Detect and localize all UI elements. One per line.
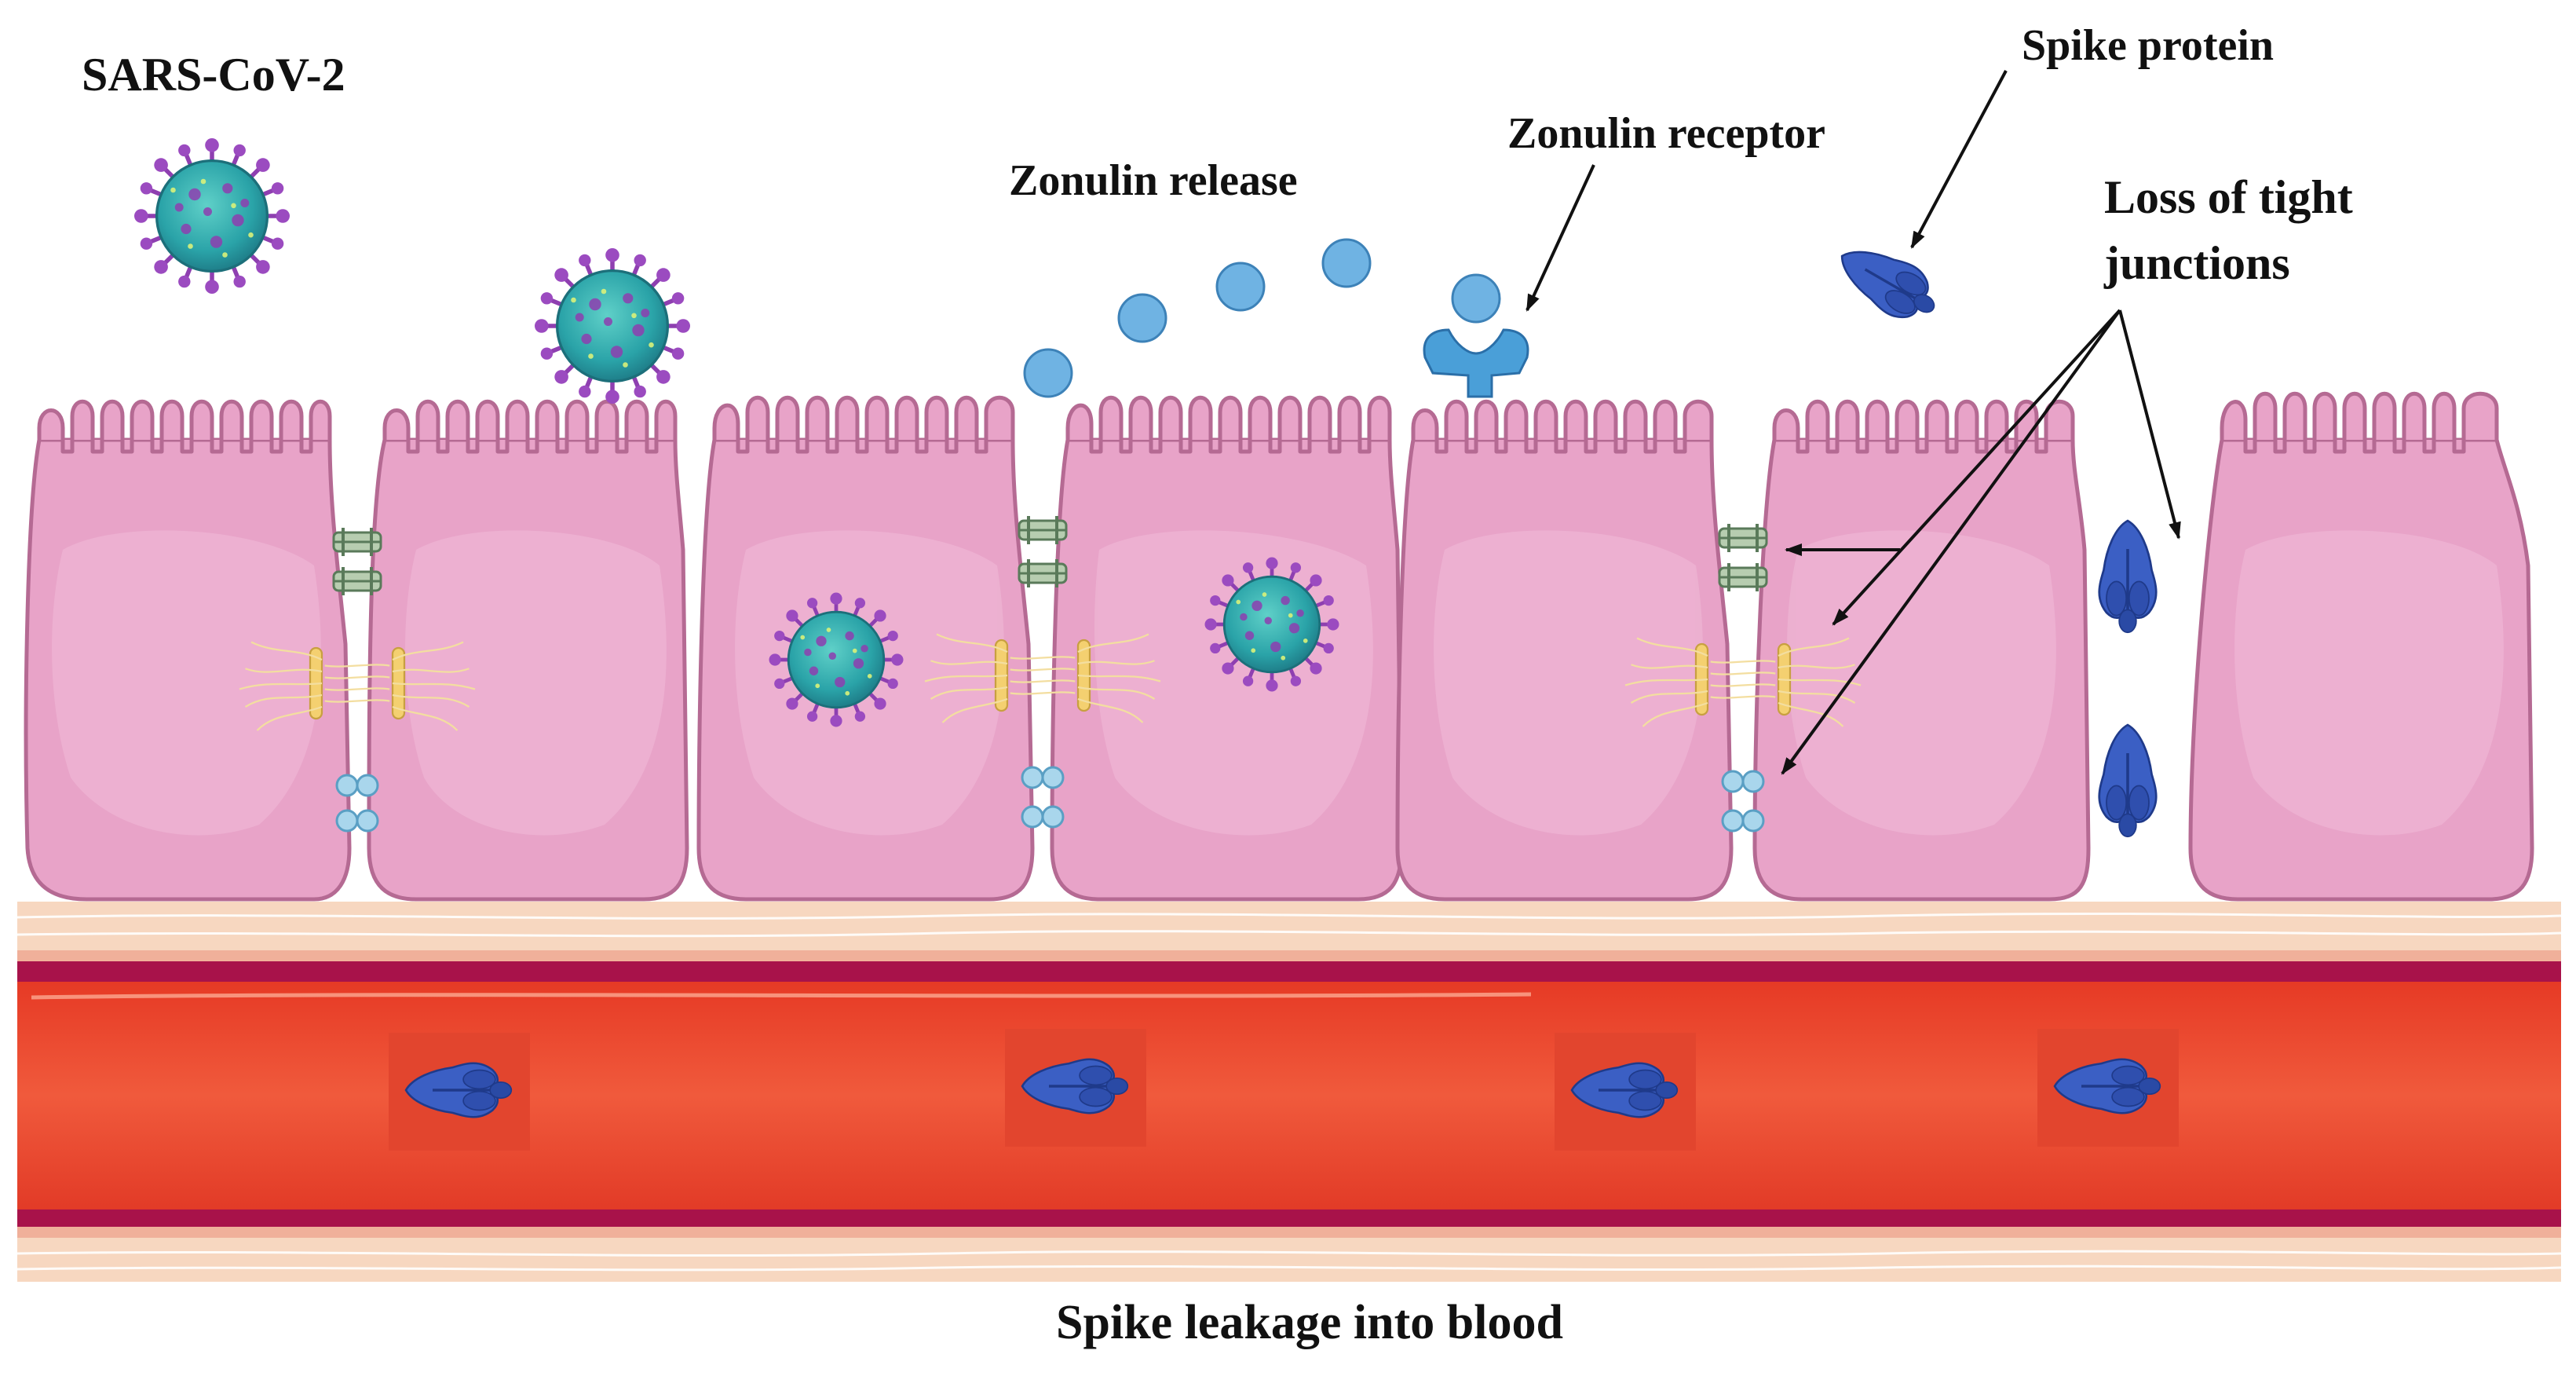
zonulin-molecule-icon — [1117, 293, 1167, 343]
cell-cytoplasm-highlights — [52, 530, 2504, 836]
virus-label: SARS-CoV-2 — [82, 49, 345, 101]
desmosome-icon — [335, 774, 379, 797]
spike-protein-icon — [2097, 723, 2158, 838]
tight-junction-icon — [1718, 562, 1768, 593]
zonulin-molecules — [1023, 238, 1501, 398]
desmosome-icon — [1721, 809, 1765, 833]
tight-junction-icon — [1718, 522, 1768, 554]
zonulin-molecule-icon — [1321, 238, 1372, 288]
spike-leakage-label: Spike leakage into blood — [1056, 1296, 1563, 1349]
sars-cov-2-virus-icon — [769, 593, 904, 727]
zonulin-molecule-icon — [1215, 262, 1266, 312]
loss-of-tight-junctions-label-line1: Loss of tight — [2104, 171, 2353, 223]
tight-junction-icon — [332, 526, 382, 558]
sars-cov-2-virus-icon — [1205, 558, 1339, 692]
desmosome-icon — [1021, 766, 1065, 789]
spike-protein-label: Spike protein — [2022, 21, 2275, 70]
zonulin-receptor-icon — [1423, 328, 1529, 398]
zonulin-release-label: Zonulin release — [1009, 156, 1298, 205]
sars-cov-2-virus-icon — [134, 138, 290, 294]
desmosome-icon — [1721, 770, 1765, 793]
sars-cov-2-virus-icon — [535, 248, 690, 404]
tight-junction-icon — [1018, 558, 1068, 589]
desmosome-icon — [1021, 805, 1065, 829]
zonulin-receptor-label: Zonulin receptor — [1507, 109, 1825, 158]
zonulin-molecule-icon — [1451, 273, 1501, 324]
microvilli — [37, 391, 2499, 454]
tight-junction-icon — [1018, 514, 1068, 546]
zonulin-molecule-icon — [1023, 348, 1073, 398]
spike-protein-icon — [1827, 231, 1949, 334]
tight-junction-icon — [332, 565, 382, 597]
loss-of-tight-junctions-label-line2: junctions — [2104, 237, 2290, 289]
annotation-arrows — [1526, 70, 2181, 775]
spike-protein-icon — [2097, 519, 2158, 635]
blood-spike-proteins — [389, 1029, 2179, 1151]
desmosome-icon — [335, 809, 379, 833]
